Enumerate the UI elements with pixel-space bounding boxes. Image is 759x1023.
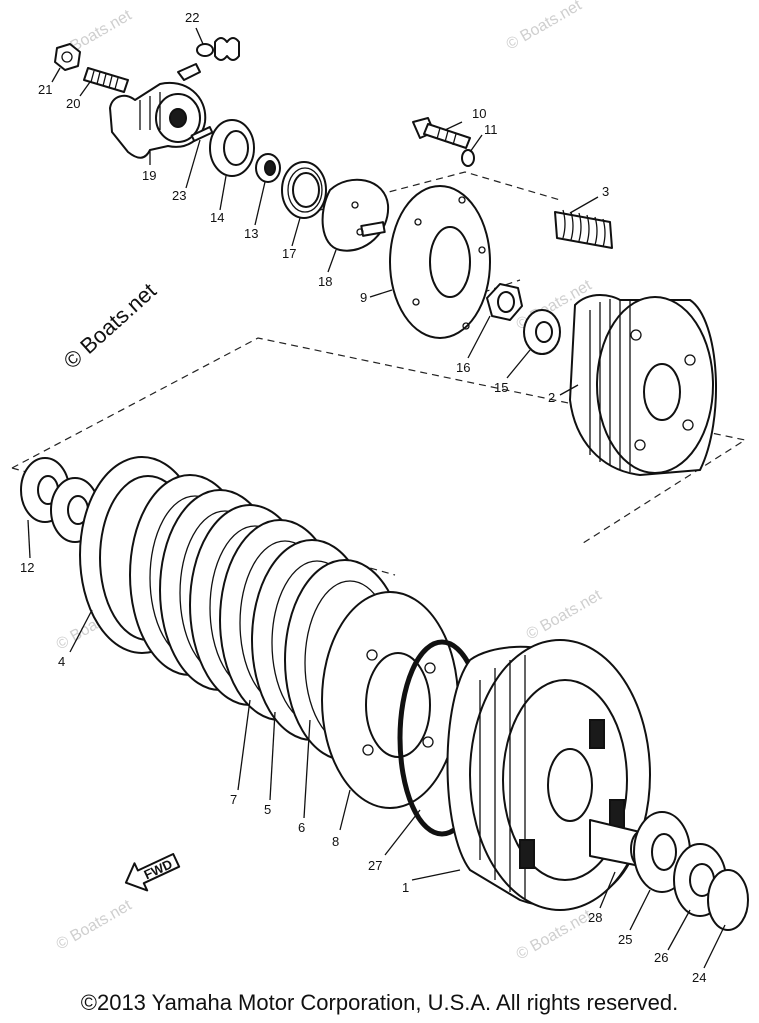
callout-27: 27 [368, 858, 382, 873]
callout-28: 28 [588, 910, 602, 925]
part-1-clutch-housing [446, 639, 651, 911]
callout-numbers: 21 20 22 19 23 14 13 17 18 9 10 11 3 16 … [20, 10, 706, 985]
part-14-oil-seal [209, 119, 255, 177]
callout-23: 23 [172, 188, 186, 203]
callout-18: 18 [318, 274, 332, 289]
callout-4: 4 [58, 654, 65, 669]
callout-16: 16 [456, 360, 470, 375]
part-11-washer [461, 149, 475, 167]
callout-2: 2 [548, 390, 555, 405]
part-9-pressure-plate [389, 185, 491, 339]
callout-25: 25 [618, 932, 632, 947]
callout-10: 10 [472, 106, 486, 121]
callout-leaders [27, 27, 726, 969]
part-24-thrust-washer [707, 869, 749, 931]
copyright-footer: ©2013 Yamaha Motor Corporation, U.S.A. A… [80, 990, 679, 1015]
callout-5: 5 [264, 802, 271, 817]
part-10-bolt [412, 117, 471, 149]
watermark-faint: © Boats.net [504, 0, 586, 53]
fwd-label: FWD [142, 856, 175, 882]
watermark-faint: © Boats.net [524, 587, 606, 644]
callout-14: 14 [210, 210, 224, 225]
callout-6: 6 [298, 820, 305, 835]
callout-15: 15 [494, 380, 508, 395]
callout-7: 7 [230, 792, 237, 807]
watermark-faint: © Boats.net [54, 897, 136, 954]
part-25-washer [633, 811, 691, 893]
part-19-push-lever [109, 63, 207, 159]
callout-9: 9 [360, 290, 367, 305]
part-16-lock-nut [486, 283, 523, 321]
callout-11: 11 [484, 122, 498, 137]
callout-19: 19 [142, 168, 156, 183]
part-3-clutch-spring [554, 209, 613, 249]
watermark-prominent: © Boats.net [59, 278, 161, 374]
forward-direction-marker: FWD [124, 853, 181, 892]
callout-3: 3 [602, 184, 609, 199]
part-15-lock-washer [523, 309, 561, 355]
watermark-faint: © Boats.net [514, 907, 596, 964]
callout-1: 1 [402, 880, 409, 895]
callout-13: 13 [244, 226, 258, 241]
part-21-nut [54, 43, 81, 71]
callout-26: 26 [654, 950, 668, 965]
part-20-adjuster-screw [83, 67, 129, 93]
clutch-plate-stack [129, 474, 406, 761]
callout-17: 17 [282, 246, 296, 261]
callout-24: 24 [692, 970, 706, 985]
part-17-bearing [281, 161, 327, 219]
part-23-pin [190, 126, 214, 142]
callout-12: 12 [20, 560, 34, 575]
callout-20: 20 [66, 96, 80, 111]
part-18-push-plate [321, 178, 390, 252]
part-2-clutch-boss [569, 294, 718, 476]
part-8-primary-driven-gear [321, 591, 459, 809]
part-22-spring [196, 37, 240, 61]
callout-22: 22 [185, 10, 199, 25]
callout-8: 8 [332, 834, 339, 849]
callout-21: 21 [38, 82, 52, 97]
part-13-bushing [255, 153, 281, 183]
